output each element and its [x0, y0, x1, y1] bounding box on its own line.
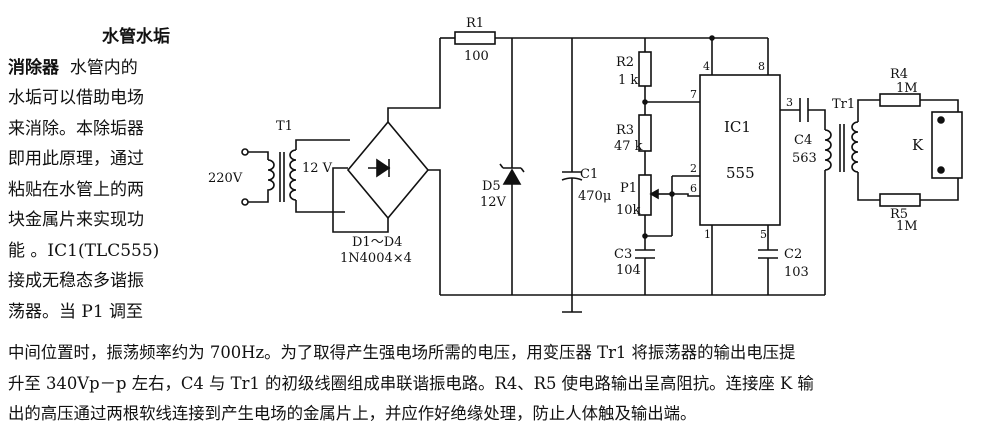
- title-line-2: 消除器 水管内的: [8, 53, 190, 84]
- ic1-555: [699, 35, 800, 295]
- label-d5-val: 12V: [480, 195, 507, 210]
- label-pin2: 2: [690, 162, 697, 175]
- left-line-8: 荡器。当 P1 调至: [8, 301, 144, 322]
- label-pin3: 3: [786, 96, 793, 109]
- label-diode-type: 1N4004×4: [340, 251, 412, 266]
- output-network: [879, 93, 963, 207]
- left-line-0: 水管内的: [69, 57, 138, 78]
- label-r3: R3: [616, 123, 634, 138]
- article-title-2: 消除器: [8, 57, 59, 78]
- circuit-schematic: T1 220V 12 V D1～D4 1N4004×4 R1 100 D5 12…: [208, 16, 963, 313]
- label-c2: C2: [784, 247, 802, 262]
- transformer-tr1: [824, 99, 880, 295]
- label-ic-type: 555: [726, 164, 755, 182]
- bottom-line-1: 升至 340Vp－p 左右，C4 与 Tr1 的初级线圈组成串联谐振电路。R4、…: [8, 373, 814, 393]
- left-line-3: 即用此原理，通过: [8, 149, 144, 169]
- zener-d5: [499, 38, 525, 295]
- label-d5: D5: [482, 179, 501, 194]
- label-r4-val: 1M: [896, 81, 918, 96]
- label-pin4: 4: [703, 60, 710, 73]
- timing-network: [635, 38, 700, 295]
- capacitor-c1: [561, 38, 583, 295]
- label-t1: T1: [276, 119, 293, 134]
- label-r1: R1: [466, 16, 484, 31]
- article-title: 水管水垢: [102, 27, 170, 47]
- bottom-line-0: 中间位置时，振荡频率约为 700Hz。为了取得产生强电场所需的电压，用变压器 T…: [8, 343, 796, 362]
- left-line-5: 块金属片来实现功: [8, 210, 144, 230]
- left-line-1: 水垢可以借助电场: [8, 88, 144, 108]
- label-r4: R4: [890, 67, 908, 82]
- label-c3-val: 104: [616, 263, 641, 278]
- label-ic1: IC1: [724, 118, 751, 136]
- left-line-4: 粘贴在水管上的两: [8, 179, 144, 200]
- label-c1: C1: [580, 167, 598, 182]
- label-c4: C4: [794, 133, 812, 148]
- label-r1-val: 100: [464, 49, 489, 64]
- left-line-6: 能 。IC1(TLC555): [8, 240, 160, 261]
- label-12v: 12 V: [302, 161, 333, 176]
- label-pin6: 6: [690, 182, 697, 195]
- label-pin7: 7: [690, 88, 697, 101]
- label-p1-val: 10k: [616, 203, 641, 218]
- bottom-text-block: 中间位置时，振荡频率约为 700Hz。为了取得产生强电场所需的电压，用变压器 T…: [8, 338, 978, 430]
- label-c1-val: 470μ: [578, 189, 611, 204]
- label-c4-val: 563: [792, 151, 817, 166]
- bridge-rectifier: [332, 38, 441, 295]
- label-r5: R5: [890, 207, 908, 222]
- label-c2-val: 103: [784, 265, 809, 280]
- label-pin8: 8: [758, 60, 765, 73]
- resistor-r1: [440, 31, 768, 45]
- left-text-column: 水管水垢 消除器 水管内的 水垢可以借助电场 来消除。本除垢器 即用此原理，通过…: [8, 22, 190, 327]
- label-c3: C3: [614, 247, 632, 262]
- label-k: K: [912, 136, 924, 154]
- label-tr1: Tr1: [832, 97, 855, 112]
- label-r2: R2: [616, 55, 634, 70]
- left-line-2: 来消除。本除垢器: [8, 118, 144, 139]
- label-diodes: D1～D4: [352, 235, 402, 250]
- bottom-line-2: 出的高压通过两根软线连接到产生电场的金属片上，并应作好绝缘处理，防止人体触及输出…: [8, 404, 697, 423]
- label-r2-val: 1 k: [618, 73, 638, 88]
- left-line-7: 接成无稳态多谐振: [8, 271, 144, 291]
- label-p1: P1: [620, 181, 637, 196]
- title-line-1: 水管水垢: [8, 22, 190, 53]
- label-pin1: 1: [704, 228, 711, 241]
- label-220v: 220V: [208, 171, 243, 186]
- label-r5-val: 1M: [896, 219, 918, 234]
- label-r3-val: 47 k: [614, 139, 643, 154]
- capacitor-c4: [799, 98, 826, 130]
- transformer-t1: [241, 139, 350, 213]
- label-pin5: 5: [760, 228, 767, 241]
